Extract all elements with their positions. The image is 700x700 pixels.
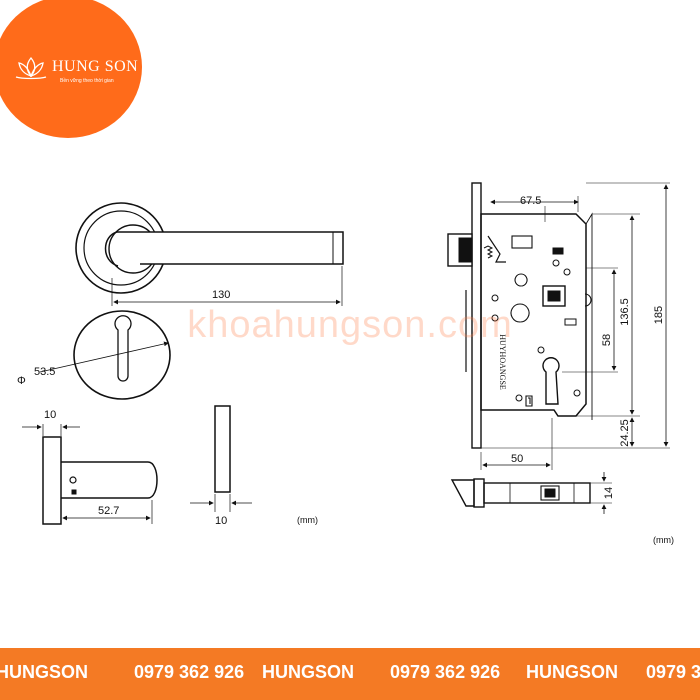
footer-phone: 0979 362 926 bbox=[646, 662, 700, 682]
dim-latch-height: 14 bbox=[603, 487, 615, 499]
mortise-lock-body: HUYHOANGSE bbox=[447, 182, 670, 470]
dim-diameter-symbol: Φ bbox=[17, 375, 26, 387]
dim-rose-diameter: 53.5 bbox=[34, 366, 55, 378]
dim-backset-height: 58 bbox=[601, 334, 613, 346]
dim-body-width: 67.5 bbox=[520, 195, 541, 207]
footer-banner: HUNGSON 0979 362 926 HUNGSON 0979 362 92… bbox=[0, 648, 700, 700]
dim-side-thickness: 10 bbox=[215, 515, 227, 527]
logo-brand: HUNG SON bbox=[52, 58, 139, 75]
footer-phone: 0979 362 926 bbox=[134, 662, 245, 682]
svg-text:HUYHOANGSE: HUYHOANGSE bbox=[498, 334, 507, 390]
dim-handle-length: 130 bbox=[212, 289, 230, 301]
handle-top-view bbox=[75, 202, 344, 306]
rose-profile bbox=[190, 405, 252, 512]
dim-spindle-length: 52.7 bbox=[98, 505, 119, 517]
footer-brand: HUNGSON bbox=[526, 662, 619, 682]
dim-rose-thickness: 10 bbox=[44, 409, 56, 421]
dim-bottom-offset: 24.25 bbox=[619, 419, 631, 447]
footer-brand: HUNGSON bbox=[0, 662, 89, 682]
lotus-icon bbox=[15, 56, 47, 80]
units-label-right: (mm) bbox=[653, 535, 674, 545]
latch-bolt bbox=[450, 472, 612, 514]
logo-badge: HUNG SON Bền vững theo thời gian bbox=[0, 0, 142, 138]
handle-side-view bbox=[22, 424, 158, 525]
logo-tagline: Bền vững theo thời gian bbox=[60, 78, 114, 84]
footer-brand: HUNGSON bbox=[262, 662, 355, 682]
escutcheon-rose bbox=[39, 310, 171, 400]
dim-total-height: 185 bbox=[653, 306, 665, 324]
units-label-left: (mm) bbox=[297, 515, 318, 525]
dim-body-height: 136.5 bbox=[619, 298, 631, 326]
dim-backset: 50 bbox=[511, 453, 523, 465]
footer-phone: 0979 362 926 bbox=[390, 662, 501, 682]
watermark: khoahungson.com bbox=[187, 304, 513, 346]
